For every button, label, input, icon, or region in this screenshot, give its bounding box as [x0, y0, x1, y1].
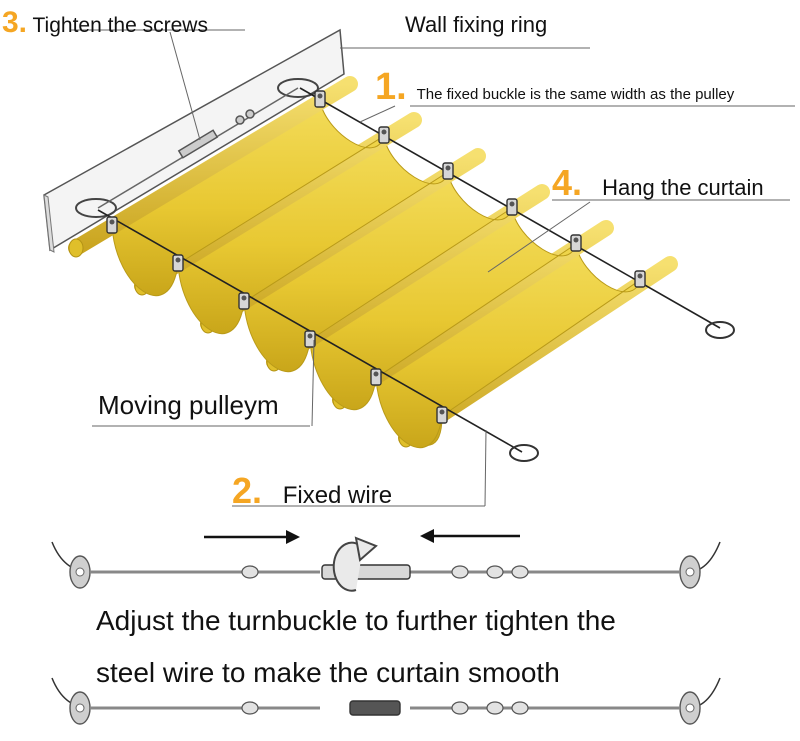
arrow-left-icon	[420, 529, 520, 543]
wire-clip-icon	[511, 565, 529, 579]
step-4-text: Hang the curtain	[602, 175, 764, 200]
pulley-icon	[370, 368, 382, 386]
pulleys	[106, 90, 646, 424]
wire-clip-icon	[511, 701, 529, 715]
pulley-icon	[634, 270, 646, 288]
wall-ring-top	[277, 78, 319, 98]
leader-lines	[70, 29, 795, 507]
eye-plate-icon	[679, 555, 701, 589]
turnbuckle-icon	[349, 700, 401, 716]
caption-line-2: steel wire to make the curtain smooth	[96, 657, 560, 688]
step-3-label: 3. Tighten the screws	[2, 6, 208, 40]
pulley-icon	[106, 216, 118, 234]
step-1-text: The fixed buckle is the same width as th…	[416, 86, 735, 103]
step-1-number: 1.	[375, 66, 407, 108]
eye-plate-icon	[69, 691, 91, 725]
step-4-label: 4. Hang the curtain	[552, 162, 764, 204]
caption-line-1: Adjust the turnbuckle to further tighten…	[96, 605, 616, 636]
pulley-icon	[442, 162, 454, 180]
wall-turnbuckle	[97, 87, 299, 209]
turnbuckle-before	[51, 541, 721, 589]
wire-clip-icon	[486, 565, 504, 579]
pulley-icon	[304, 330, 316, 348]
wire-clip-icon	[451, 565, 469, 579]
eye-plate-icon	[679, 691, 701, 725]
pulley-icon	[172, 254, 184, 272]
pulley-icon	[436, 406, 448, 424]
pulley-icon	[570, 234, 582, 252]
end-ring-right	[705, 321, 735, 339]
step-2-text: Fixed wire	[282, 482, 393, 509]
pulley-icon	[378, 126, 390, 144]
wall-fixing-ring-label: Wall fixing ring	[405, 12, 548, 37]
end-ring-front	[509, 444, 539, 462]
pulley-icon	[314, 90, 326, 108]
rod-end	[68, 238, 84, 258]
step-3-text: Tighten the screws	[32, 14, 208, 37]
eye-plate-icon	[69, 555, 91, 589]
step-2-number: 2.	[232, 470, 263, 511]
wire-clip-icon	[241, 565, 259, 579]
rotate-arrow-icon	[332, 536, 378, 592]
step-3-number: 3.	[2, 6, 28, 39]
step-2-label: 2. Fixed wire	[232, 470, 392, 512]
step-4-number: 4.	[552, 162, 583, 203]
step-1-label: 1. The fixed buckle is the same width as…	[375, 66, 734, 109]
wall-ring-bottom	[75, 198, 117, 218]
pulley-icon	[238, 292, 250, 310]
pulley-icon	[506, 198, 518, 216]
yellow-curtain	[68, 76, 678, 449]
wire-clip-icon	[486, 701, 504, 715]
wire-clip-icon	[241, 701, 259, 715]
arrow-right-icon	[204, 530, 300, 544]
turnbuckle-after	[51, 677, 721, 725]
wire-clip-icon	[451, 701, 469, 715]
curtain-rod	[68, 76, 358, 256]
moving-pulley-label: Moving pulleym	[98, 390, 279, 420]
